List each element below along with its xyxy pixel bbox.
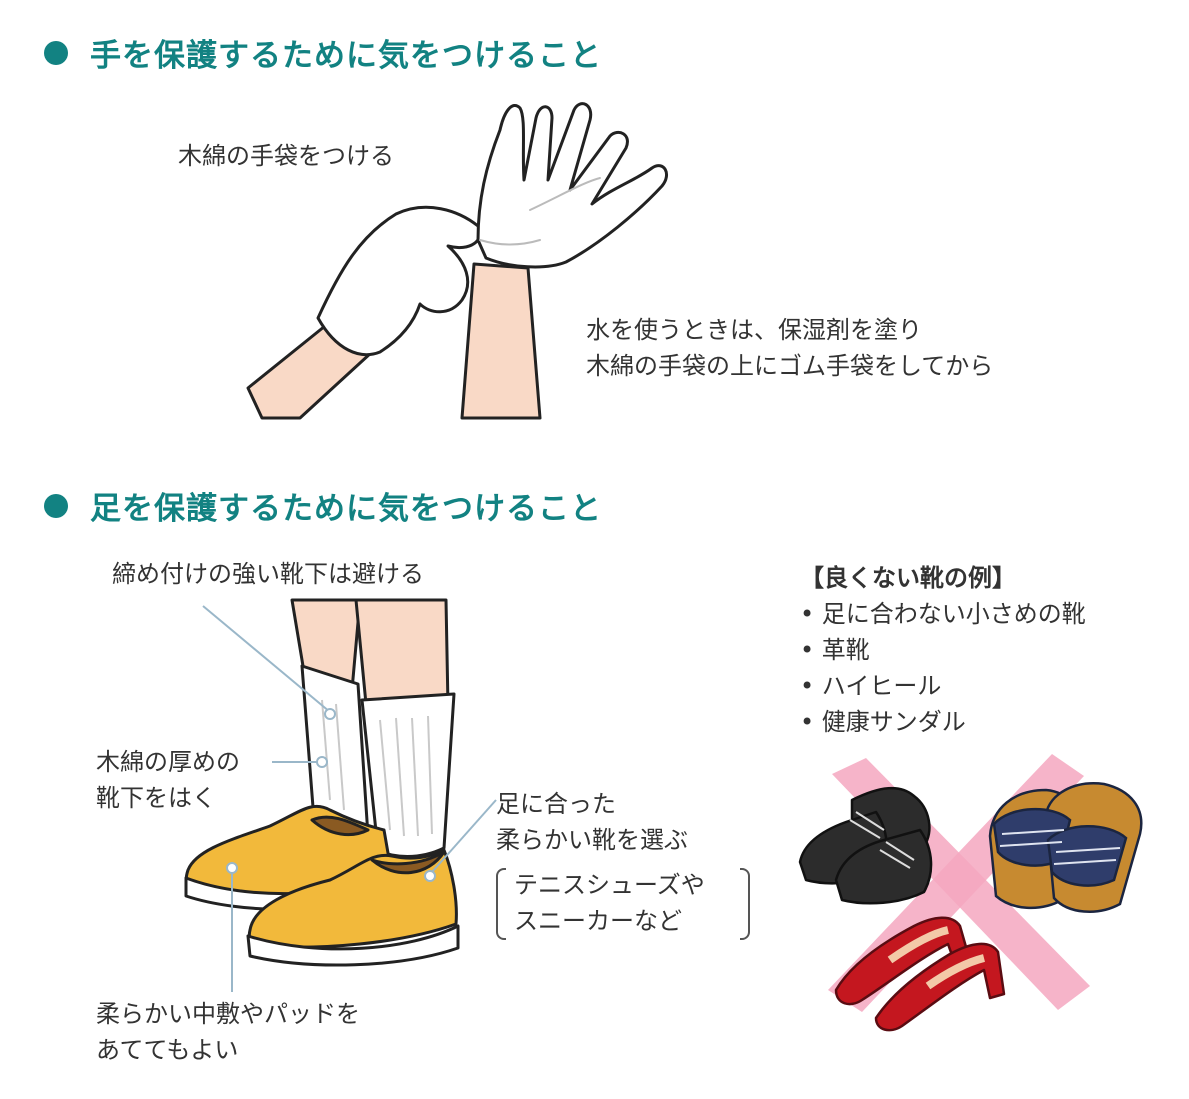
thick-socks-label-line2: 靴下をはく <box>96 784 216 812</box>
right-arm <box>460 262 542 420</box>
hand-heading-text: 手を保護するために気をつけること <box>90 38 602 74</box>
foot-section-heading: 足を保護するために気をつけること <box>44 483 602 528</box>
bad-shoes-list: 【良くない靴の例】 足に合わない小さめの靴 革靴 ハイヒール 健康サンダル <box>800 560 1086 740</box>
bad-shoe-item: 革靴 <box>800 632 1086 668</box>
water-label-line1: 水を使うときは、保湿剤を塗り <box>586 316 922 344</box>
bad-shoes-illustration <box>798 754 1143 1032</box>
bad-shoe-item: 足に合わない小さめの靴 <box>800 596 1086 632</box>
bracket-line1: テニスシューズや <box>514 871 705 899</box>
insole-label-line2: あててもよい <box>96 1036 239 1064</box>
tight-socks-label: 締め付けの強い靴下は避ける <box>112 560 424 588</box>
right-glove <box>476 102 668 269</box>
bullet-dot-icon <box>44 493 68 518</box>
left-bracket <box>496 868 506 940</box>
left-glove <box>316 205 482 357</box>
fitting-shoes-label-line1: 足に合った <box>496 790 616 818</box>
hands-glove-illustration <box>246 102 668 420</box>
bad-shoe-item: 健康サンダル <box>800 704 1086 740</box>
foot-heading-text: 足を保護するために気をつけること <box>90 491 602 527</box>
leader-lines <box>202 605 497 992</box>
hand-section-heading: 手を保護するために気をつけること <box>44 30 602 75</box>
right-bracket <box>740 868 750 940</box>
glove-label: 木綿の手袋をつける <box>178 142 394 170</box>
thick-socks-label-line1: 木綿の厚めの <box>96 748 240 776</box>
bullet-dot-icon <box>44 40 68 65</box>
feet-shoes-illustration <box>184 598 460 967</box>
leather-shoe-right <box>834 828 933 905</box>
water-label-line2: 木綿の手袋の上にゴム手袋をしてから <box>586 352 994 380</box>
bad-shoe-item: ハイヒール <box>800 668 1086 704</box>
shoe-examples-bracket: テニスシューズや スニーカーなど <box>496 868 750 942</box>
front-leg <box>354 598 450 708</box>
fitting-shoes-label-line2: 柔らかい靴を選ぶ <box>496 826 688 854</box>
bad-shoes-title: 【良くない靴の例】 <box>800 564 1016 592</box>
insole-label-line1: 柔らかい中敷やパッドを <box>96 1000 360 1028</box>
bracket-line2: スニーカーなど <box>514 907 682 935</box>
